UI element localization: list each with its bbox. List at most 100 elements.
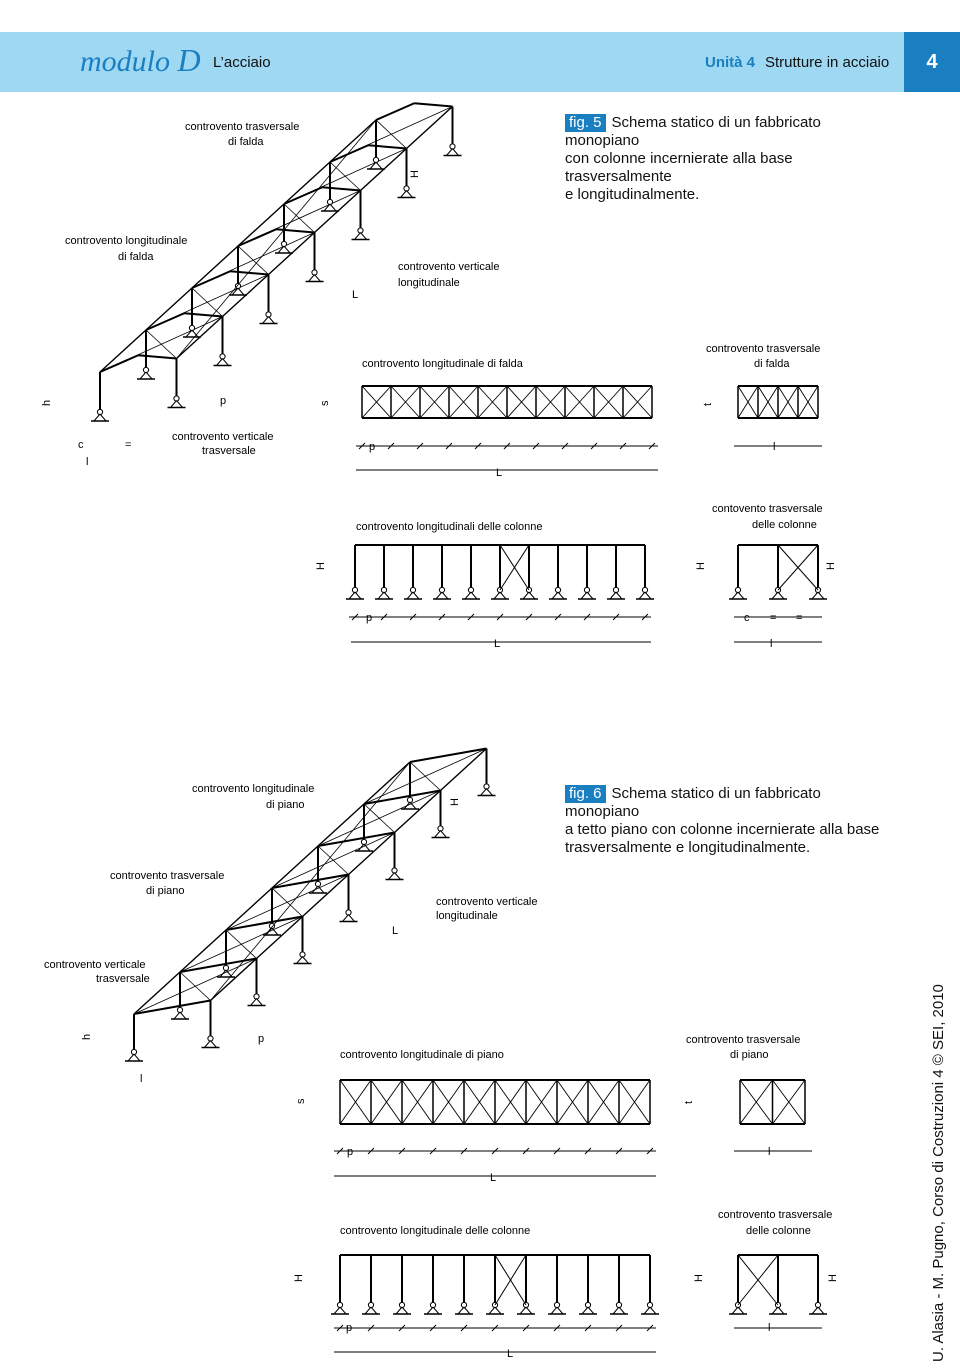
elev5-eq: = [770,612,776,624]
elev5-L: L [494,638,500,650]
member-line [360,232,367,240]
member-line [271,927,279,936]
member-line [237,245,269,275]
member-line [191,245,239,289]
member-line [265,927,273,936]
member-line [503,442,511,450]
plan5-l: l [773,441,775,453]
member-line [522,591,530,600]
hinge-node [641,586,649,594]
member-line [532,442,540,450]
label-vert-trasv-6-2: trasversale [96,973,150,985]
member-line [646,1324,654,1332]
member-line [210,761,411,1001]
member-line [409,613,417,621]
module-word: modulo [80,45,170,78]
member-line [145,287,193,331]
member-line [173,1011,181,1020]
member-line [176,400,183,408]
member-line [441,591,449,600]
member-line [553,1324,561,1332]
hinge-node [449,143,456,150]
hinge-node [360,838,368,846]
plan5-t: t [702,403,714,406]
unit-title: Strutture in acciaio [765,54,890,71]
elev5-trasv-H: H [695,562,707,570]
member-line [222,358,229,366]
member-line [375,102,415,121]
hinge-node [583,586,591,594]
member-line [179,929,227,973]
fig5-isometric-frame [91,102,462,422]
member-line [296,956,303,964]
plan6-l: l [768,1146,770,1158]
member-line [412,591,420,600]
member-line [302,873,349,918]
elev5-title: controvento longitudinali delle colonne [356,521,543,533]
label-vert-trasv-1: controvento verticale [172,431,274,443]
hinge-node [403,185,410,192]
member-line [339,1079,372,1125]
label-trasv-piano-1: controvento trasversale [110,870,224,882]
member-line [133,1053,141,1062]
member-line [191,287,223,317]
member-line [641,613,649,621]
member-line [317,885,325,894]
dim-H-iso5: H [409,170,421,178]
member-line [777,385,799,419]
hinge-node [336,1301,344,1309]
member-line [817,1306,825,1315]
dim-H-iso6: H [449,798,461,806]
member-line [191,329,199,338]
member-line [225,887,273,931]
member-line [553,1147,561,1155]
page-header: modulo D L’acciaio Unità 4 Strutture in … [0,32,960,92]
member-line [210,1040,217,1048]
elev6-p: p [346,1322,352,1334]
label-vert-trasv-6-1: controvento verticale [44,959,146,971]
member-line [619,442,627,450]
member-line [357,843,365,852]
member-line [348,831,395,876]
member-line [452,148,459,156]
member-line [230,270,269,276]
member-line [398,1147,406,1155]
member-line [256,915,303,960]
elev5-eq2: = [796,612,802,624]
member-line [757,385,779,419]
member-line [556,1306,564,1315]
member-line [731,591,739,600]
member-line [525,1079,558,1125]
member-line [367,1324,375,1332]
plan5-L: L [496,467,502,479]
member-line [302,956,309,964]
member-line [580,591,588,600]
member-line [463,1079,496,1125]
member-line [494,1079,527,1125]
member-line [618,1079,651,1125]
member-line [358,442,366,450]
page-number: 4 [904,32,960,92]
member-line [525,613,533,621]
member-line [277,245,285,254]
member-line [317,845,349,875]
member-line [179,971,211,1001]
fig6-plan-bracing [331,1079,827,1353]
member-line [649,1306,657,1315]
member-line [93,413,101,422]
member-line [488,1306,496,1315]
label-vert-trasv-2: trasversale [202,445,256,457]
member-line [99,329,147,373]
plan5-trasv-title-1: controvento trasversale [706,343,820,355]
member-line [308,274,315,282]
member-line [737,385,759,419]
member-line [612,1306,620,1315]
member-line [506,385,537,419]
member-line [550,1306,558,1315]
member-line [434,830,441,838]
hinge-node [398,1301,406,1309]
dim-L-iso6: L [392,925,398,937]
fig5-caption-line: e longitudinalmente. [565,186,700,203]
hinge-node [380,586,388,594]
